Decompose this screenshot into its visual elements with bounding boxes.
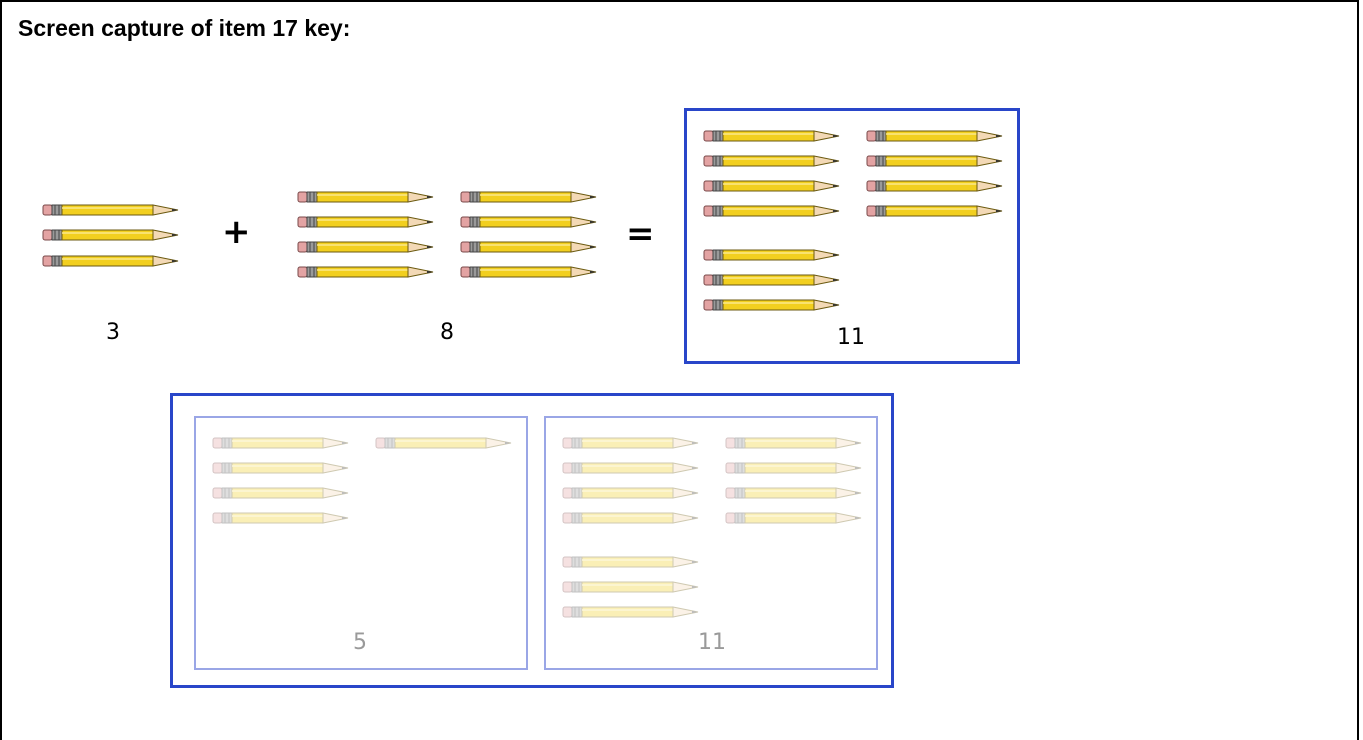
pencil-icon: [562, 580, 702, 594]
choice-label: 11: [698, 630, 726, 655]
pencil-icon: [703, 248, 843, 262]
pencil-icon: [725, 486, 865, 500]
answer-drop-box[interactable]: 11: [684, 108, 1020, 364]
pencil-icon: [212, 436, 352, 450]
answer-choices-panel: 5 11: [170, 393, 894, 688]
pencil-icon: [460, 240, 600, 254]
pencil-icon: [460, 215, 600, 229]
pencil-icon: [42, 203, 182, 217]
pencil-icon: [866, 204, 1006, 218]
pencil-icon: [703, 298, 843, 312]
pencil-icon: [725, 511, 865, 525]
pencil-icon: [212, 511, 352, 525]
choice-11[interactable]: 11: [544, 416, 878, 670]
pencil-icon: [42, 254, 182, 268]
answer-label: 11: [837, 325, 865, 350]
equals-sign: =: [626, 214, 655, 254]
pencil-icon: [866, 129, 1006, 143]
addend-2-label: 8: [440, 320, 454, 345]
pencil-icon: [460, 190, 600, 204]
pencil-icon: [212, 486, 352, 500]
pencil-icon: [703, 154, 843, 168]
pencil-icon: [297, 215, 437, 229]
pencil-icon: [42, 228, 182, 242]
choice-5[interactable]: 5: [194, 416, 528, 670]
pencil-icon: [725, 461, 865, 475]
pencil-icon: [562, 555, 702, 569]
pencil-icon: [866, 154, 1006, 168]
pencil-icon: [866, 179, 1006, 193]
pencil-icon: [212, 461, 352, 475]
pencil-icon: [725, 436, 865, 450]
plus-sign: +: [222, 212, 251, 252]
pencil-icon: [562, 436, 702, 450]
pencil-icon: [703, 129, 843, 143]
choice-label: 5: [353, 630, 367, 655]
pencil-icon: [562, 486, 702, 500]
pencil-icon: [375, 436, 515, 450]
pencil-icon: [297, 190, 437, 204]
pencil-icon: [562, 605, 702, 619]
pencil-icon: [562, 461, 702, 475]
page-title: Screen capture of item 17 key:: [18, 15, 350, 42]
pencil-icon: [297, 265, 437, 279]
pencil-icon: [562, 511, 702, 525]
pencil-icon: [703, 273, 843, 287]
pencil-icon: [460, 265, 600, 279]
pencil-icon: [703, 179, 843, 193]
addend-1-label: 3: [106, 320, 120, 345]
pencil-icon: [703, 204, 843, 218]
pencil-icon: [297, 240, 437, 254]
